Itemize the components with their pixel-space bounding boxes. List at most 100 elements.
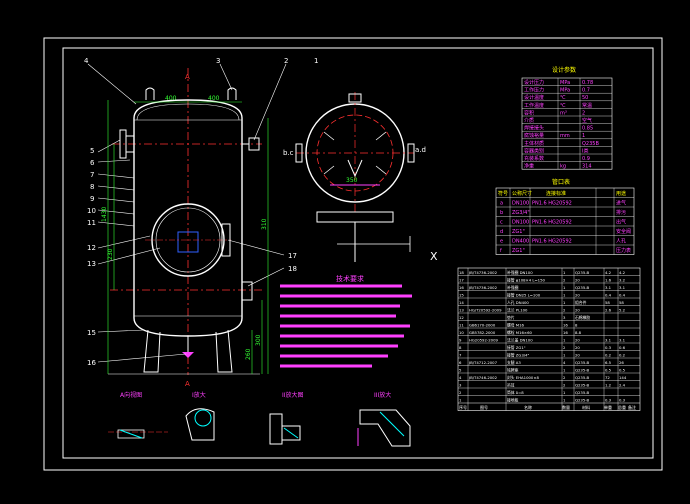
bom-cell: 垫片 xyxy=(507,315,515,320)
bom-cell: 17 xyxy=(459,278,464,283)
design-param-name: 焊接接头 xyxy=(524,125,544,132)
bom-cell: GB6170-2000 xyxy=(469,323,496,328)
bom-cell: 0.5 xyxy=(619,368,626,373)
bom-cell: 10 xyxy=(459,330,464,335)
part-label-5: 5 xyxy=(90,147,94,155)
detail-1 xyxy=(108,429,168,439)
bom-cell: 12 xyxy=(459,315,464,320)
nozzle-standard: PN1.6 HG20592 xyxy=(532,201,572,207)
bom-table-border xyxy=(457,267,641,411)
part-label-15: 15 xyxy=(87,329,96,337)
bom-cell: 14 xyxy=(459,300,464,305)
design-param-unit: kg xyxy=(560,164,566,170)
part-number-labels: 4 5 6 7 8 9 10 11 12 13 15 16 3 2 17 18 … xyxy=(84,57,318,367)
design-param-unit: ℃ xyxy=(560,103,566,109)
design-param-value: 314 xyxy=(582,164,592,170)
bom-cell: 0.6 xyxy=(619,345,626,350)
bom-footer-cell: 名称 xyxy=(524,404,532,410)
tech-notes-block xyxy=(280,284,412,368)
dim-d4: 230 xyxy=(107,248,114,260)
bom-cell: 13 xyxy=(459,308,464,313)
bom-footer-cell: 单重 xyxy=(604,404,612,410)
nozzle-symbol: d xyxy=(500,229,503,235)
bom-cell: Q235-B xyxy=(575,398,589,403)
bom-cell: 6.5 xyxy=(605,360,612,365)
part-label-4: 4 xyxy=(84,57,89,65)
part-label-16: 16 xyxy=(87,359,96,367)
dim-d3: 260 xyxy=(245,348,252,360)
top-nozzle-right xyxy=(407,143,415,163)
bom-footer-cell: 总重 xyxy=(618,404,626,410)
nozzle-use: 安全阀 xyxy=(616,228,631,235)
bom-cell: 8 xyxy=(459,345,462,350)
design-table-title: 设计参数 xyxy=(552,66,576,74)
nozzle-use: 排污 xyxy=(616,209,626,216)
nozzle-symbol: b xyxy=(500,210,503,216)
bom-cell: Q235-B xyxy=(575,270,589,275)
part-label-7: 7 xyxy=(90,171,94,179)
bom-cell: 2 xyxy=(563,345,566,350)
design-param-value: 1 xyxy=(582,133,585,139)
bom-cell: 6 xyxy=(459,360,462,365)
bom-cell: 2.4 xyxy=(619,383,626,388)
bom-cell: 法兰 PL100 xyxy=(507,308,528,313)
nozzle-label-ad: a.d xyxy=(415,146,426,154)
bom-cell: 3 xyxy=(563,315,566,320)
detail-title-2: I放大 xyxy=(192,391,206,399)
design-param-value: 空气 xyxy=(582,117,592,124)
dim-d2: 300 xyxy=(255,334,262,346)
nozzle-symbol: f xyxy=(500,248,502,254)
bom-cell: 1 xyxy=(563,338,566,343)
design-param-name: 工作压力 xyxy=(524,87,544,94)
tech-notes-title: 技术要求 xyxy=(336,274,364,283)
design-param-value: 常温 xyxy=(582,102,592,109)
bom-cell: 铭牌座 xyxy=(507,368,519,373)
bom-cell: 20 xyxy=(575,353,580,358)
bom-cell: JB/T4736-2002 xyxy=(468,285,498,290)
design-param-value: 50 xyxy=(582,95,588,101)
bom-cell: 1 xyxy=(563,270,566,275)
design-param-value: 2 xyxy=(582,110,585,116)
bom-cell: 18 xyxy=(459,270,464,275)
top-nozzle-top xyxy=(348,93,362,103)
bom-cell: JB/T4712-2007 xyxy=(468,360,498,365)
nozzle-label-bc: b.c xyxy=(283,149,294,157)
bom-cell: 石棉橡胶 xyxy=(575,315,590,320)
part-label-2: 2 xyxy=(284,57,288,65)
design-param-name: 容积 xyxy=(524,109,534,116)
design-param-unit: MPa xyxy=(560,80,570,86)
front-view-dimension-text: 400 400 1430 310 300 260 230 350 xyxy=(101,95,358,360)
nozzle-table-title: 管口表 xyxy=(552,178,570,186)
bom-cell: 20 xyxy=(575,338,580,343)
bom-cell: 5.2 xyxy=(619,308,626,313)
nozzle-use: 人孔 xyxy=(616,238,626,245)
bom-cell: 筒体 δ=8 xyxy=(507,390,524,395)
bom-cell: 2 xyxy=(563,278,566,283)
nozzle-use: 压力表 xyxy=(616,247,631,254)
bom-cell: 0.3 xyxy=(619,398,626,403)
design-param-unit: m³ xyxy=(560,110,567,116)
drain-cap xyxy=(182,352,194,358)
nozzle-header-symbol: 符号 xyxy=(498,190,508,197)
nozzle-table-border xyxy=(495,187,635,255)
bom-cell: 1 xyxy=(563,300,566,305)
bom-cell: Q235-B xyxy=(575,375,589,380)
detail-2 xyxy=(185,408,215,441)
bom-cell: 接管 φ108×4 L=150 xyxy=(507,278,545,283)
bom-cell: 螺母 M16 xyxy=(507,323,524,328)
nozzle-use: 进气 xyxy=(616,200,626,207)
bom-cell: 7 xyxy=(459,353,462,358)
top-view-legs xyxy=(323,131,387,175)
bom-cell: 0.2 xyxy=(605,353,612,358)
design-param-name: 净重 xyxy=(524,163,534,170)
bom-cell: 58 xyxy=(605,300,610,305)
bom-cell: 20 xyxy=(575,308,580,313)
bom-cell: 3.1 xyxy=(619,285,626,290)
bom-footer-cell: 图号 xyxy=(480,404,488,410)
nozzle-size: ZG1" xyxy=(512,229,525,235)
design-param-value: Ⅰ类 xyxy=(582,147,588,154)
